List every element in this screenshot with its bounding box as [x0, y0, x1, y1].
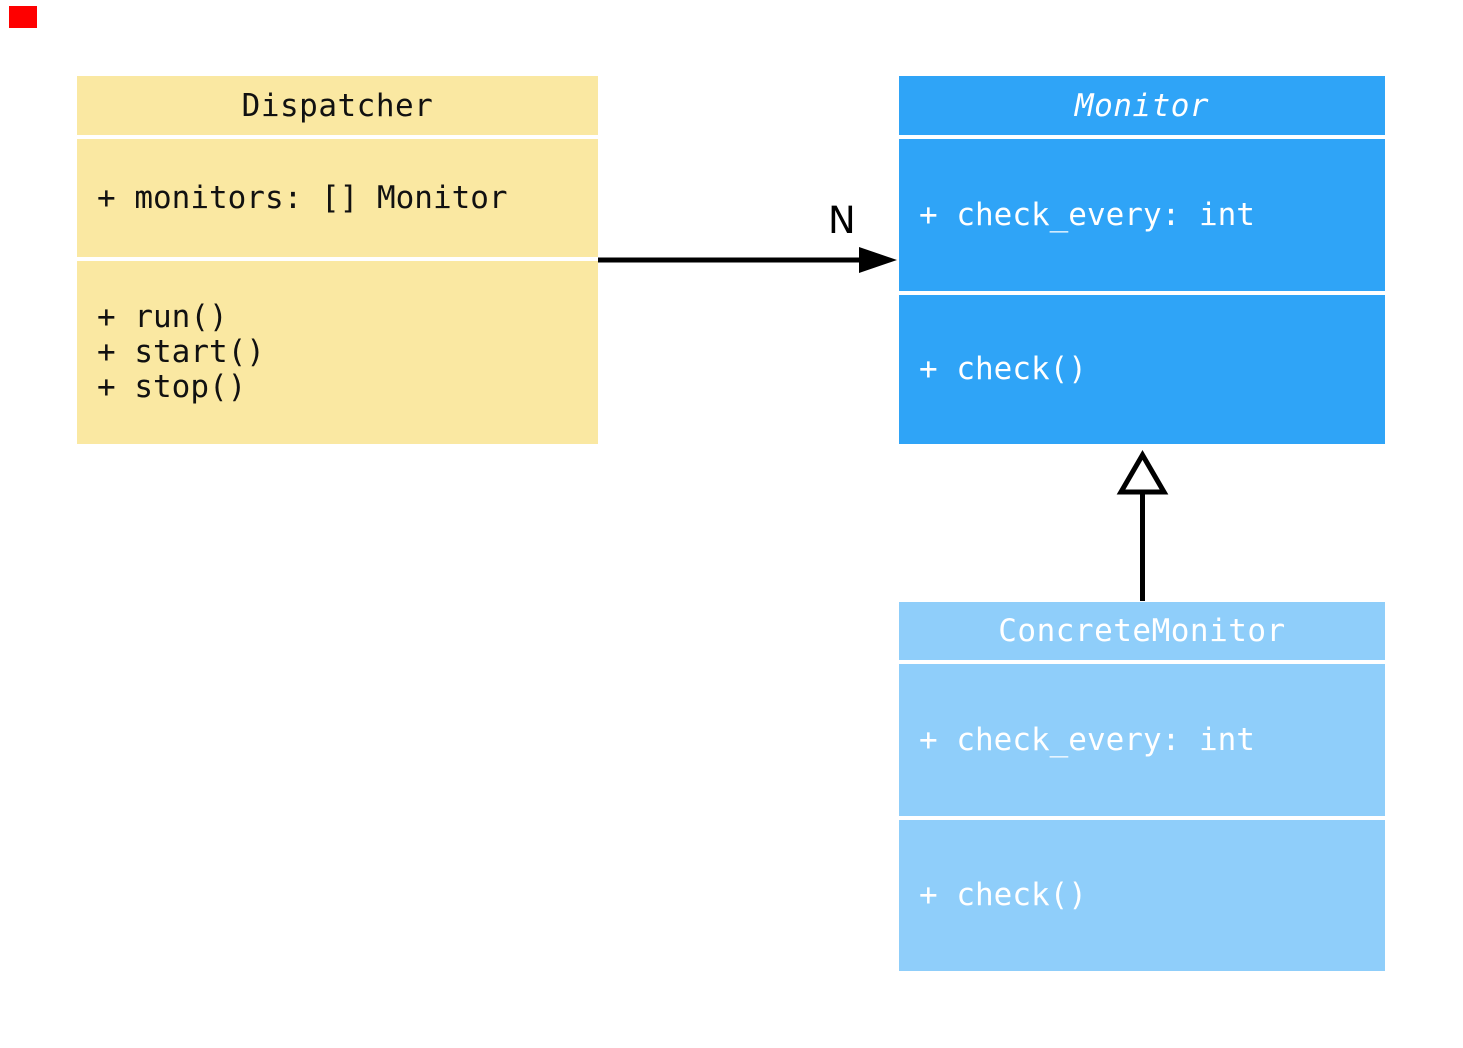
- inheritance-arrow-concretemonitor-to-monitor: [1116, 450, 1169, 601]
- class-attributes-monitor: + check_every: int: [899, 139, 1385, 291]
- method-row: + check(): [919, 877, 1087, 913]
- association-arrow-dispatcher-to-monitor: [598, 247, 897, 273]
- method-row: + check(): [919, 351, 1087, 387]
- class-methods-dispatcher: + run() + start() + stop(): [77, 261, 598, 444]
- class-attributes-dispatcher: + monitors: [] Monitor: [77, 139, 598, 257]
- attribute-row: + monitors: [] Monitor: [97, 179, 508, 216]
- class-methods-concrete-monitor: + check(): [899, 820, 1385, 971]
- class-node-monitor: Monitor + check_every: int + check(): [899, 76, 1385, 444]
- method-row: + run(): [97, 299, 228, 335]
- attribute-row: + check_every: int: [919, 721, 1255, 758]
- class-node-dispatcher: Dispatcher + monitors: [] Monitor + run(…: [77, 76, 598, 444]
- association-multiplicity-label: N: [828, 199, 856, 242]
- class-node-concrete-monitor: ConcreteMonitor + check_every: int + che…: [899, 602, 1385, 971]
- class-attributes-concrete-monitor: + check_every: int: [899, 664, 1385, 816]
- red-corner-marker: [9, 6, 37, 28]
- association-arrowhead-icon: [859, 247, 897, 273]
- class-title-concrete-monitor: ConcreteMonitor: [899, 602, 1385, 660]
- method-row: + stop(): [97, 369, 247, 405]
- attribute-row: + check_every: int: [919, 196, 1255, 233]
- class-methods-monitor: + check(): [899, 295, 1385, 444]
- method-row: + start(): [97, 334, 265, 370]
- class-title-monitor: Monitor: [899, 76, 1385, 135]
- inheritance-triangle-icon: [1116, 450, 1169, 495]
- class-title-dispatcher: Dispatcher: [77, 76, 598, 135]
